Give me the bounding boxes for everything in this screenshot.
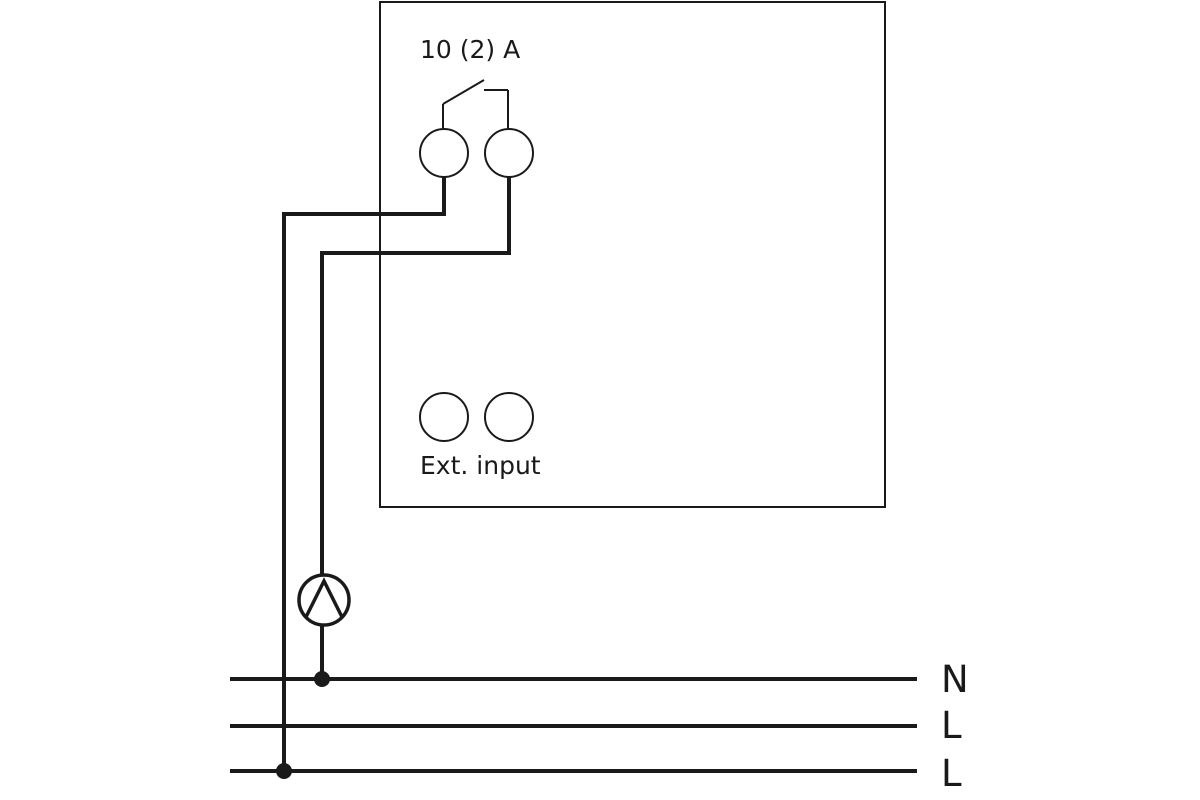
ext-input-terminal-1: [419, 392, 469, 442]
wire-terminal-2-to-pump: [320, 177, 511, 576]
relay-rating-label: 10 (2) A: [420, 35, 520, 64]
relay-terminal-1: [419, 128, 469, 178]
switch-contact-icon: [442, 79, 509, 128]
label-neutral: N: [941, 658, 969, 701]
relay-terminal-2: [484, 128, 534, 178]
label-line-2: L: [941, 752, 962, 795]
ext-input-terminal-2: [484, 392, 534, 442]
wire-terminal-1-to-line: [282, 177, 446, 771]
pump-icon: [297, 573, 351, 627]
junction-line: [276, 763, 292, 779]
label-line-1: L: [941, 704, 962, 747]
junction-neutral: [314, 671, 330, 687]
ext-input-label: Ext. input: [420, 451, 541, 480]
